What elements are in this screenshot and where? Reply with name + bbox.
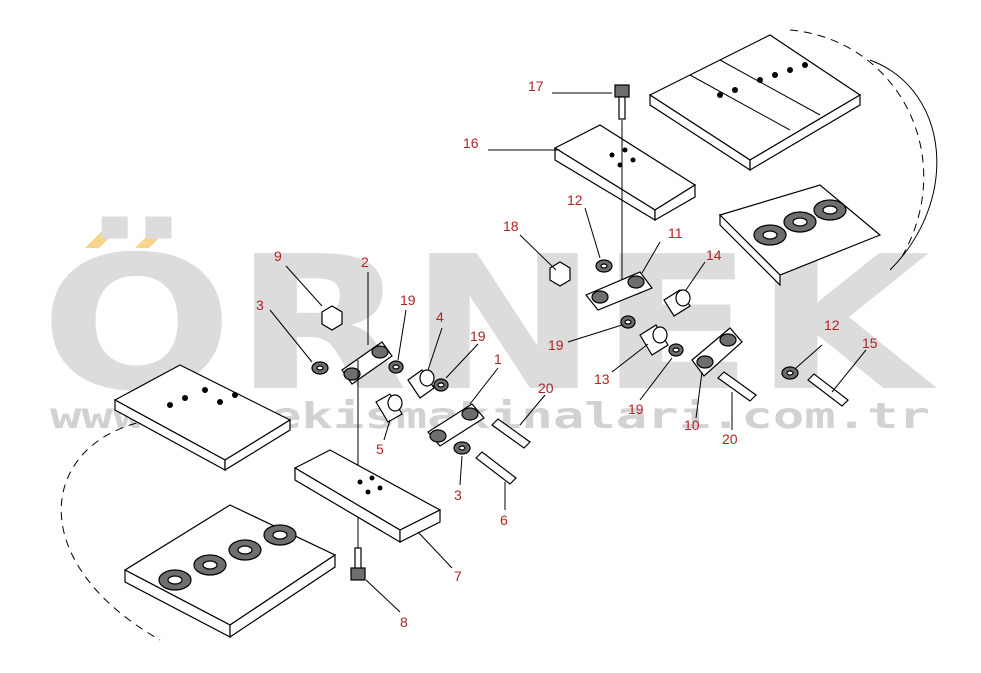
callout-11: 11: [668, 225, 683, 241]
callout-numbers: 17 16 12 18 11 14 19 13 19 10 20 12 15 9…: [256, 78, 878, 630]
callout-14: 14: [706, 247, 722, 263]
callout-18: 18: [503, 218, 519, 234]
leader-lines: [269, 92, 867, 613]
part-ring-12-lower: [781, 366, 799, 380]
part-ring-3-upper: [311, 361, 329, 375]
part-seal-19-right-b: [668, 343, 684, 357]
part-ring-12-upper: [595, 259, 613, 273]
callout-6: 6: [500, 512, 508, 528]
callout-20-left: 20: [538, 380, 554, 396]
callout-19-left-a: 19: [400, 292, 416, 308]
callout-4: 4: [436, 309, 444, 325]
callout-1: 1: [494, 351, 502, 367]
callout-13: 13: [594, 371, 610, 387]
part-link-11: [585, 271, 653, 311]
watermark-accent-left: [85, 230, 117, 248]
part-pin-20-left: [491, 418, 531, 449]
callout-5: 5: [376, 441, 384, 457]
callout-7: 7: [454, 568, 462, 584]
part-bushing-13: [639, 324, 669, 356]
part-track-shoe-16: [553, 124, 697, 222]
callout-17: 17: [528, 78, 544, 94]
part-link-1: [427, 403, 485, 447]
callout-16: 16: [463, 135, 479, 151]
part-pin-15: [807, 373, 849, 407]
track-assembly-lower-left: [113, 364, 337, 639]
part-seal-19-left-b: [433, 378, 449, 392]
callout-3-upper: 3: [256, 297, 264, 313]
watermark-accent-right: [135, 230, 167, 248]
part-bushing-5: [375, 393, 403, 423]
part-pin-6: [475, 451, 517, 485]
track-assembly-upper-right: [648, 34, 882, 287]
part-nut-18: [549, 261, 571, 287]
track-outline-dashed: [60, 29, 938, 641]
callout-9: 9: [274, 248, 282, 264]
callout-19-left-b: 19: [470, 328, 486, 344]
callout-3-lower: 3: [454, 487, 462, 503]
callout-15: 15: [862, 335, 878, 351]
callout-20-right: 20: [722, 431, 738, 447]
part-bolt-8: [350, 547, 366, 581]
part-track-shoe-7: [293, 449, 442, 544]
part-seal-19-right-a: [620, 315, 636, 329]
part-nut-9: [321, 305, 343, 331]
part-bolt-17: [614, 84, 630, 120]
part-pin-20-right: [717, 371, 757, 402]
callout-8: 8: [400, 614, 408, 630]
part-ring-3-lower: [453, 441, 471, 455]
callout-2: 2: [361, 254, 369, 270]
part-link-10: [691, 327, 743, 377]
callout-12-upper: 12: [567, 192, 583, 208]
part-seal-19-left-a: [388, 360, 404, 374]
part-link-2: [341, 341, 393, 385]
callout-10: 10: [684, 417, 700, 433]
callout-19-right-a: 19: [548, 337, 564, 353]
part-bushing-4: [407, 369, 435, 399]
callout-12-lower: 12: [824, 317, 840, 333]
part-bushing-14: [663, 289, 691, 317]
callout-19-right-b: 19: [628, 401, 644, 417]
